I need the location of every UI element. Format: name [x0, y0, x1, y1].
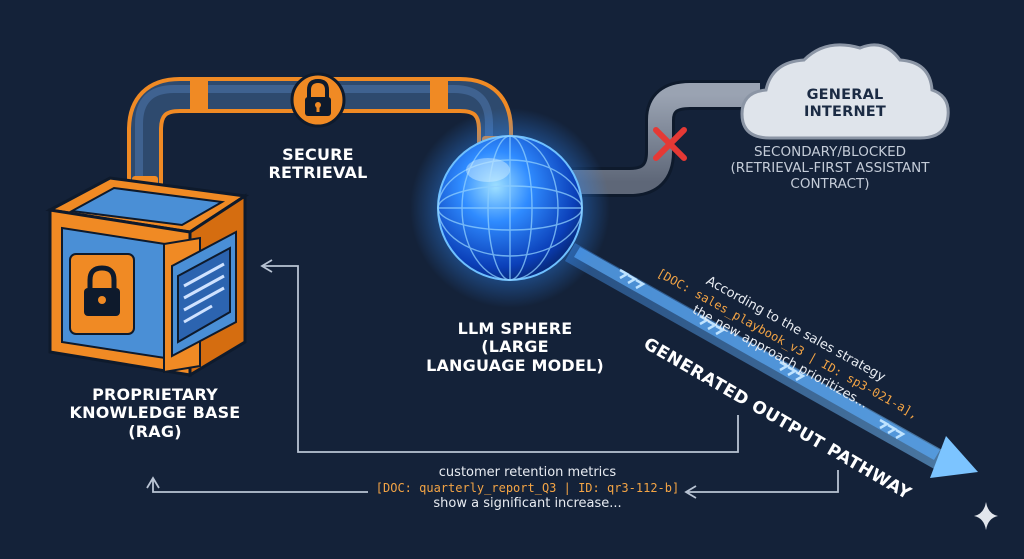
return-path-upper — [260, 259, 739, 453]
knowledge-base-box — [45, 176, 250, 378]
lock-icon — [69, 253, 135, 335]
secure-retrieval-label: SECURE RETRIEVAL — [268, 145, 368, 183]
llm-sphere-label: LLM SPHERE (LARGE LANGUAGE MODEL) — [426, 319, 604, 375]
return-sample-citation: [DOC: quarterly_report_Q3 | ID: qr3-112-… — [375, 481, 680, 496]
secondary-blocked-label: SECONDARY/BLOCKED (RETRIEVAL-FIRST ASSIS… — [730, 144, 930, 193]
general-internet-label: GENERAL INTERNET — [803, 87, 887, 120]
cloud-icon — [740, 43, 950, 140]
sparkle-icon — [974, 502, 998, 530]
return-sample-line3: show a significant increase... — [433, 496, 622, 512]
llm-sphere — [410, 108, 610, 308]
document-icon — [177, 246, 231, 344]
return-path-lower — [146, 470, 839, 499]
blocked-x-icon — [653, 127, 687, 161]
lock-icon — [290, 72, 346, 128]
output-pathway-beam — [565, 243, 978, 478]
knowledge-base-label: PROPRIETARY KNOWLEDGE BASE (RAG) — [69, 385, 241, 441]
return-sample-line1: customer retention metrics — [438, 465, 617, 480]
return-sample-text: customer retention metrics [DOC: quarter… — [360, 465, 695, 513]
